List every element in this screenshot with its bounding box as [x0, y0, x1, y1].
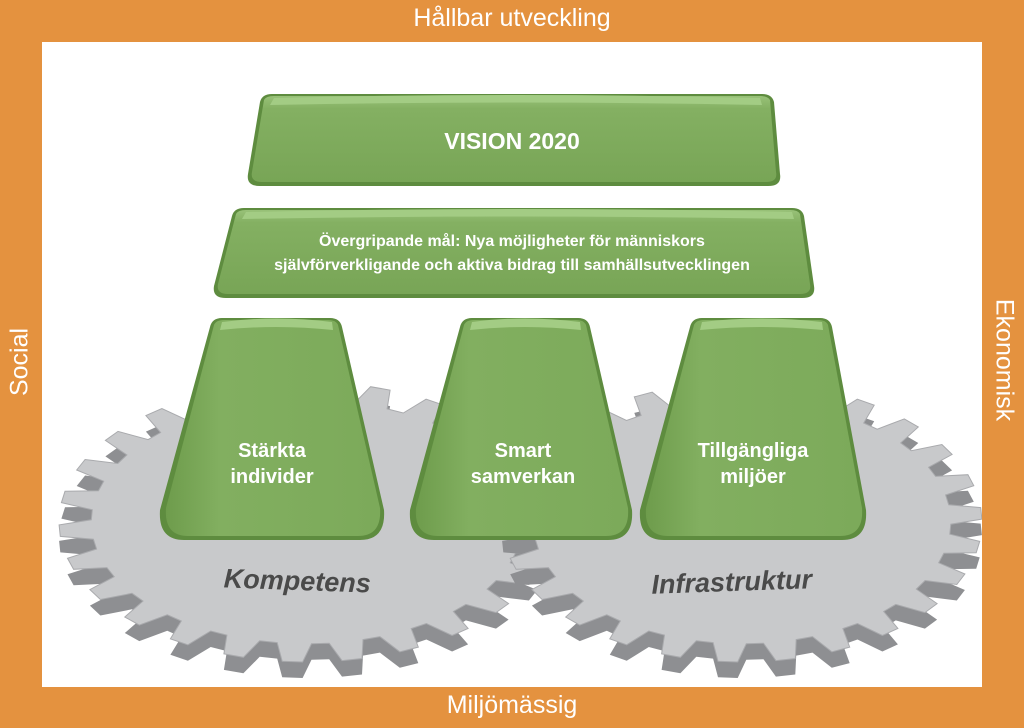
- vision-banner: VISION 2020: [247, 94, 781, 186]
- pillar-3-line2: miljöer: [720, 466, 786, 488]
- frame-label-bottom: Miljömässig: [446, 691, 578, 719]
- pillar-1-line1: Stärkta: [238, 440, 307, 462]
- pillar-2-line1: Smart: [495, 440, 552, 462]
- diagram-canvas: Kompetens Infrastruktur Stärkta individe…: [58, 94, 982, 678]
- gear-label-kompetens: Kompetens: [223, 563, 371, 598]
- pillar-1-line2: individer: [230, 466, 314, 488]
- gear-label-infrastruktur: Infrastruktur: [651, 564, 814, 600]
- pillar-starkta-individer: Stärkta individer: [159, 318, 385, 540]
- goal-line2: självförverkligande och aktiva bidrag ti…: [274, 257, 750, 274]
- pillar-tillgangliga-miljoer: Tillgängliga miljöer: [639, 318, 867, 540]
- diagram-panel: Kompetens Infrastruktur Stärkta individe…: [42, 42, 982, 687]
- frame-label-right: Ekonomisk: [990, 298, 1019, 422]
- pillar-3-line1: Tillgängliga: [698, 440, 810, 462]
- goal-line1: Övergripande mål: Nya möjligheter för mä…: [319, 231, 705, 250]
- pillar-smart-samverkan: Smart samverkan: [409, 318, 633, 540]
- frame-label-left: Social: [5, 327, 34, 397]
- frame-label-top: Hållbar utveckling: [413, 4, 611, 32]
- goal-banner: Övergripande mål: Nya möjligheter för mä…: [213, 208, 815, 298]
- vision-title: VISION 2020: [444, 128, 580, 154]
- pillar-2-line2: samverkan: [471, 466, 576, 488]
